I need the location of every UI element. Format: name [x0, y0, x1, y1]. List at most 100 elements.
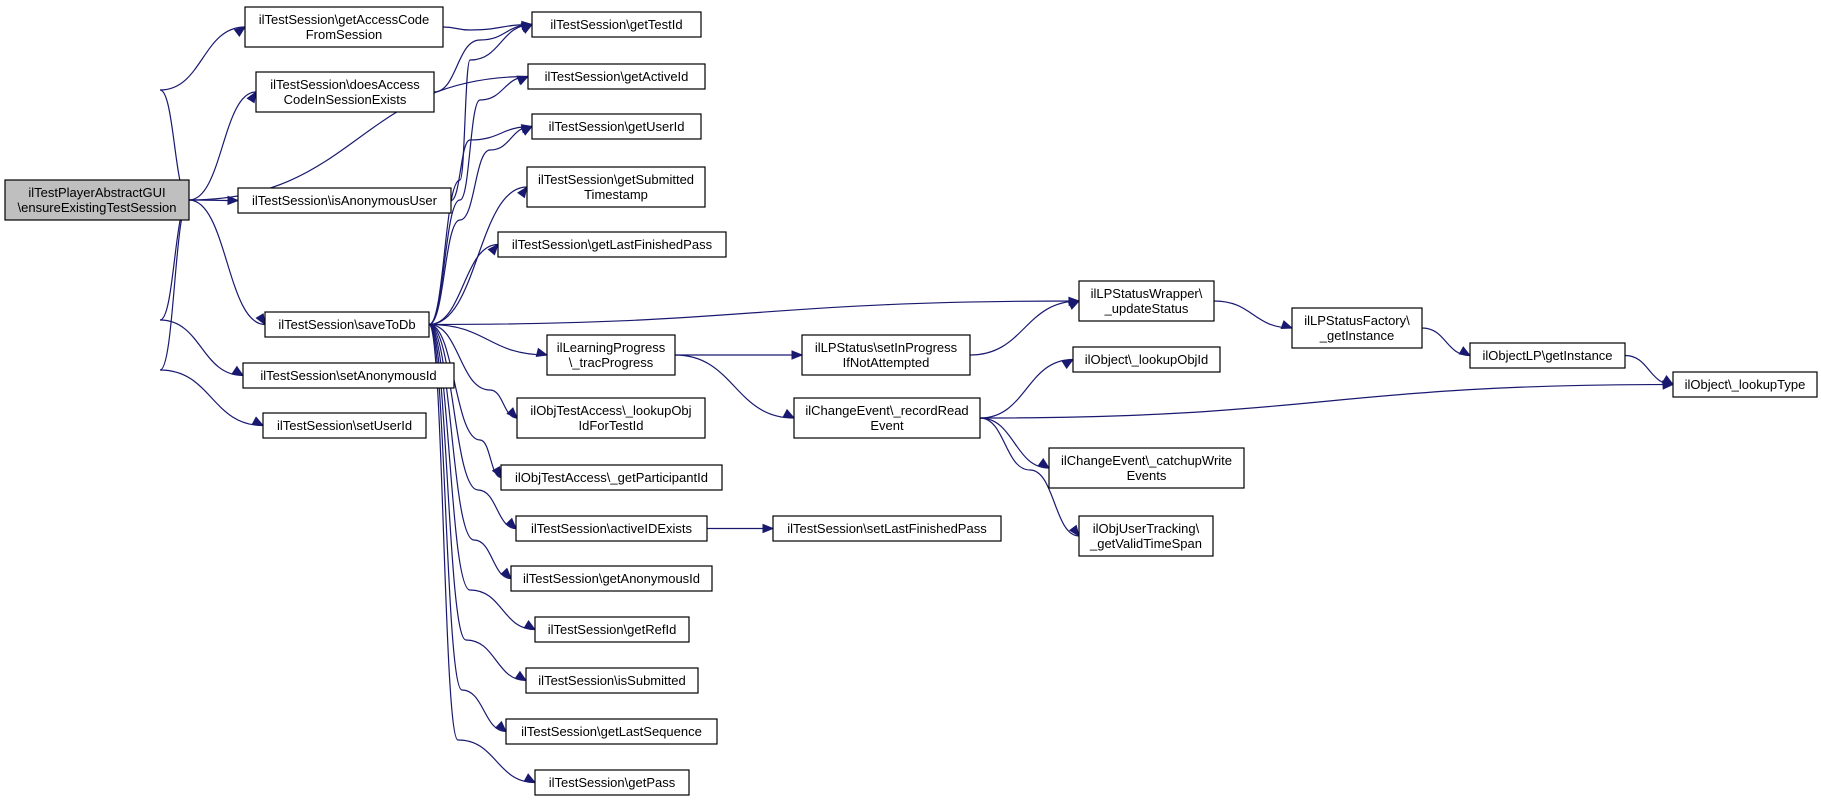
- node-getTestId[interactable]: ilTestSession\getTestId: [531, 11, 702, 38]
- node-lookupType[interactable]: ilObject\_lookupType: [1672, 371, 1818, 398]
- node-setAnonymousId[interactable]: ilTestSession\setAnonymousId: [242, 362, 455, 389]
- edge-setInProgress-to-updateStatus: [969, 300, 1080, 356]
- arrowhead-saveToDb-to-getActiveId: [516, 75, 530, 86]
- node-label: ilTestSession\getUserId: [549, 119, 685, 134]
- arrowhead-saveToDb-to-activeIDExists: [505, 517, 517, 530]
- node-getParticipantId[interactable]: ilObjTestAccess\_getParticipantId: [500, 464, 723, 491]
- node-box: [497, 231, 727, 258]
- arrowhead-root-to-doesAccess: [246, 90, 257, 104]
- node-getUserId[interactable]: ilTestSession\getUserId: [531, 113, 702, 140]
- node-setUserId[interactable]: ilTestSession\setUserId: [262, 412, 427, 439]
- node-getPass[interactable]: ilTestSession\getPass: [534, 769, 690, 796]
- node-saveToDb[interactable]: ilTestSession\saveToDb: [264, 311, 430, 338]
- node-label: ilChangeEvent\_catchupWrite: [1061, 453, 1232, 468]
- node-box: [262, 412, 427, 439]
- node-label: \_tracProgress: [569, 355, 654, 370]
- arrowhead-tracProgress-to-recordRead: [782, 408, 796, 419]
- arrowhead-saveToDb-to-getLastSequence: [495, 720, 507, 733]
- node-label: Timestamp: [584, 187, 648, 202]
- node-box: [525, 667, 699, 694]
- node-isAnonymous[interactable]: ilTestSession\isAnonymousUser: [237, 187, 452, 214]
- arrowhead-root-to-setAnonymousId: [231, 365, 245, 377]
- arrowhead-root-to-isAnonymous: [227, 195, 240, 206]
- node-label: FromSession: [306, 27, 383, 42]
- node-box: [1078, 515, 1214, 557]
- node-box: [500, 464, 723, 491]
- node-box: [1469, 342, 1626, 369]
- node-box: [793, 397, 981, 439]
- arrowhead-root-to-setUserId: [251, 416, 265, 427]
- arrowhead-recordRead-to-getValidTimeSpan: [1068, 524, 1080, 538]
- edge-saveToDb-to-getParticipantId: [428, 323, 502, 479]
- arrowhead-saveToDb-to-getParticipantId: [491, 466, 502, 479]
- arrowhead-recordRead-to-catchupWrite: [1037, 458, 1051, 469]
- node-label: _updateStatus: [1104, 301, 1189, 316]
- arrowhead-saveToDb-to-getAnonymousId: [500, 567, 512, 580]
- node-tracProgress[interactable]: ilLearningProgress\_tracProgress: [546, 334, 676, 376]
- node-box: [1291, 307, 1423, 349]
- node-lpFactory[interactable]: ilLPStatusFactory\_getInstance: [1291, 307, 1423, 349]
- node-lookupObjId[interactable]: ilObject\_lookupObjId: [1072, 346, 1221, 373]
- edge-isAnonymous-to-getUserId: [450, 125, 533, 202]
- node-getLastFinished[interactable]: ilTestSession\getLastFinishedPass: [497, 231, 727, 258]
- node-setLastFinishedPass[interactable]: ilTestSession\setLastFinishedPass: [772, 515, 1002, 542]
- node-doesAccess[interactable]: ilTestSession\doesAccessCodeInSessionExi…: [255, 71, 435, 113]
- nodes-layer: ilTestPlayerAbstractGUI\ensureExistingTe…: [4, 6, 1818, 796]
- node-box: [264, 311, 430, 338]
- node-label: ilTestSession\activeIDExists: [531, 521, 693, 536]
- node-label: ilTestPlayerAbstractGUI: [28, 185, 165, 200]
- arrowhead-setInProgress-to-updateStatus: [1067, 300, 1081, 310]
- arrowhead-tracProgress-to-setInProgress: [791, 350, 804, 360]
- arrowhead-saveToDb-to-getTestId: [520, 23, 534, 34]
- node-label: ilTestSession\getAnonymousId: [523, 571, 700, 586]
- node-box: [534, 616, 690, 643]
- node-label: ilTestSession\getRefId: [548, 622, 677, 637]
- node-box: [237, 187, 452, 214]
- node-getValidTimeSpan[interactable]: ilObjUserTracking\_getValidTimeSpan: [1078, 515, 1214, 557]
- arrowhead-objectLP-to-lookupType: [1661, 375, 1675, 386]
- node-label: ilTestSession\setUserId: [277, 418, 412, 433]
- node-isSubmitted[interactable]: ilTestSession\isSubmitted: [525, 667, 699, 694]
- edge-saveToDb-to-getLastFinished: [428, 243, 499, 326]
- node-root[interactable]: ilTestPlayerAbstractGUI\ensureExistingTe…: [4, 179, 190, 221]
- node-label: ilObject\_lookupObjId: [1085, 352, 1209, 367]
- edge-saveToDb-to-getAnonymousId: [428, 323, 512, 580]
- node-label: \ensureExistingTestSession: [18, 200, 177, 215]
- arrowhead-saveToDb-to-isSubmitted: [514, 670, 528, 682]
- node-label: ilLPStatusFactory\: [1304, 313, 1410, 328]
- edge-root-to-saveToDb: [188, 199, 266, 326]
- node-label: ilChangeEvent\_recordRead: [805, 403, 968, 418]
- node-getAnonymousId[interactable]: ilTestSession\getAnonymousId: [510, 565, 713, 592]
- node-objectLP[interactable]: ilObjectLP\getInstance: [1469, 342, 1626, 369]
- node-getActiveId[interactable]: ilTestSession\getActiveId: [527, 63, 706, 90]
- node-label: ilLPStatusWrapper\: [1091, 286, 1203, 301]
- edge-root-to-setAnonymousId: [159, 199, 244, 377]
- node-label: ilObject\_lookupType: [1685, 377, 1806, 392]
- node-box: [531, 11, 702, 38]
- node-label: ilTestSession\getAccessCode: [259, 12, 430, 27]
- node-label: IfNotAttempted: [843, 355, 930, 370]
- node-label: ilObjTestAccess\_getParticipantId: [515, 470, 708, 485]
- node-getLastSequence[interactable]: ilTestSession\getLastSequence: [505, 718, 718, 745]
- edge-recordRead-to-lookupType: [979, 383, 1674, 419]
- node-updateStatus[interactable]: ilLPStatusWrapper\_updateStatus: [1078, 280, 1215, 322]
- node-label: ilTestSession\isSubmitted: [538, 673, 685, 688]
- node-label: CodeInSessionExists: [284, 92, 407, 107]
- node-label: ilTestSession\setLastFinishedPass: [787, 521, 987, 536]
- node-box: [1078, 280, 1215, 322]
- node-box: [516, 397, 706, 439]
- arrowhead-saveToDb-to-lookupObjIdForTestId: [506, 407, 518, 419]
- node-activeIDExists[interactable]: ilTestSession\activeIDExists: [515, 515, 708, 542]
- node-label: IdForTestId: [578, 418, 643, 433]
- node-label: ilLPStatus\setInProgress: [815, 340, 958, 355]
- node-getRefId[interactable]: ilTestSession\getRefId: [534, 616, 690, 643]
- node-label: ilTestSession\getLastSequence: [521, 724, 702, 739]
- edge-saveToDb-to-tracProgress: [428, 323, 548, 356]
